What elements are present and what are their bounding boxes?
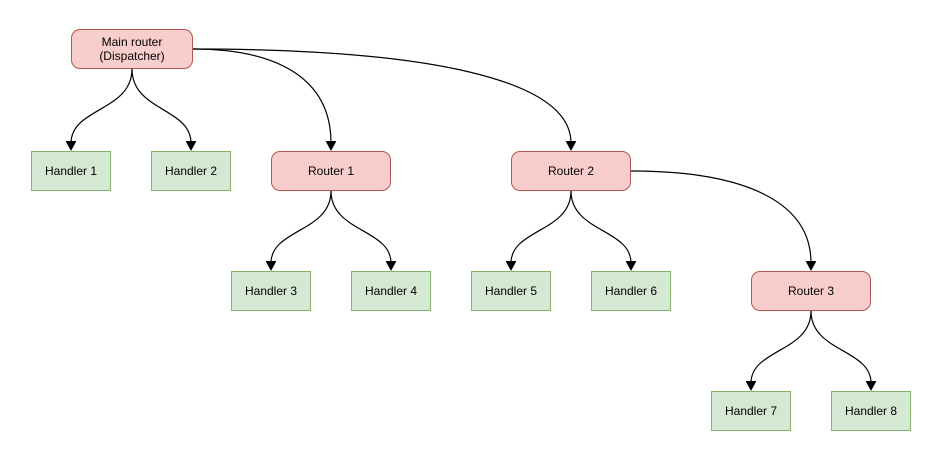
edge-e-r1-h4 xyxy=(330,190,392,264)
node-router3[interactable]: Router 3 xyxy=(751,271,871,311)
arrowhead-e-r2-h5 xyxy=(505,261,517,271)
arrowhead-e-main-r1 xyxy=(325,141,337,151)
node-handler7[interactable]: Handler 7 xyxy=(711,391,791,431)
arrowhead-e-r2-h6 xyxy=(625,261,637,271)
edge-e-r1-h3 xyxy=(270,190,332,264)
node-handler5[interactable]: Handler 5 xyxy=(471,271,551,311)
arrowhead-e-main-r2 xyxy=(565,141,577,151)
arrowhead-e-main-h1 xyxy=(65,141,77,151)
node-handler8[interactable]: Handler 8 xyxy=(831,391,911,431)
node-handler2[interactable]: Handler 2 xyxy=(151,151,231,191)
edge-e-r3-h7 xyxy=(750,310,812,384)
edge-e-r2-r3 xyxy=(630,170,812,264)
node-router2[interactable]: Router 2 xyxy=(511,151,631,191)
arrowhead-e-r3-h8 xyxy=(865,381,877,391)
arrowhead-e-r1-h4 xyxy=(385,261,397,271)
edge-e-main-h1 xyxy=(70,68,133,144)
node-router1[interactable]: Router 1 xyxy=(271,151,391,191)
node-handler3[interactable]: Handler 3 xyxy=(231,271,311,311)
edge-e-main-r1 xyxy=(192,48,332,144)
node-handler4[interactable]: Handler 4 xyxy=(351,271,431,311)
arrowhead-e-r2-r3 xyxy=(805,261,817,271)
edge-e-main-r2 xyxy=(192,48,572,144)
arrowhead-e-r1-h3 xyxy=(265,261,277,271)
arrowhead-e-r3-h7 xyxy=(745,381,757,391)
node-handler6[interactable]: Handler 6 xyxy=(591,271,671,311)
node-main[interactable]: Main router (Dispatcher) xyxy=(71,29,193,69)
node-handler1[interactable]: Handler 1 xyxy=(31,151,111,191)
edge-e-r2-h6 xyxy=(570,190,632,264)
edge-e-main-h2 xyxy=(131,68,192,144)
edge-e-r2-h5 xyxy=(510,190,572,264)
edge-e-r3-h8 xyxy=(810,310,872,384)
arrowhead-e-main-h2 xyxy=(185,141,197,151)
